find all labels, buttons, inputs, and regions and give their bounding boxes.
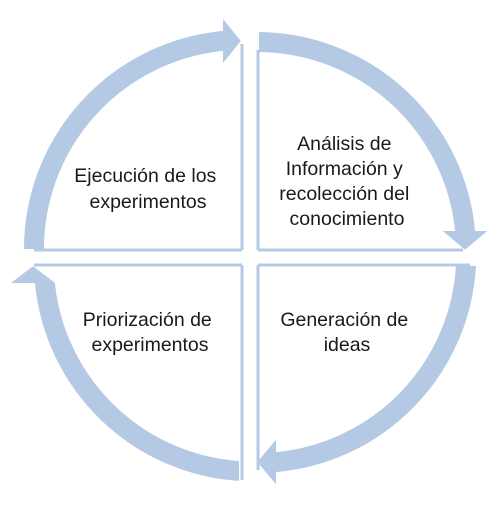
quadrant-label-line: ideas <box>324 334 371 356</box>
quadrant-label-line: Priorización de <box>83 309 212 331</box>
quadrant-label-line: recolección del <box>279 183 409 205</box>
quadrant-label-line: conocimiento <box>290 208 405 230</box>
quadrant-label-line: experimentos <box>91 334 208 356</box>
quadrant-label-line: Ejecución de los <box>74 165 216 187</box>
arrow-bottom-right <box>254 264 479 490</box>
quadrant-label-top-right: Análisis de Información y recolección de… <box>279 133 415 230</box>
quadrant-dividers <box>34 44 470 480</box>
quadrant-label-bottom-left: Priorización de experimentos <box>83 309 217 356</box>
quadrant-label-line: Análisis de <box>297 133 391 155</box>
cycle-arrows <box>5 13 493 490</box>
quadrant-label-bottom-right: Generación de ideas <box>280 309 413 356</box>
quadrant-label-line: Información y <box>286 158 403 180</box>
quadrant-label-line: experimentos <box>89 191 206 213</box>
arrow-top-right <box>257 29 493 253</box>
arrow-top-left <box>21 13 244 251</box>
quadrant-label-top-left: Ejecución de los experimentos <box>74 165 221 213</box>
arrow-bottom-left <box>5 263 241 484</box>
quadrant-label-line: Generación de <box>280 309 408 331</box>
